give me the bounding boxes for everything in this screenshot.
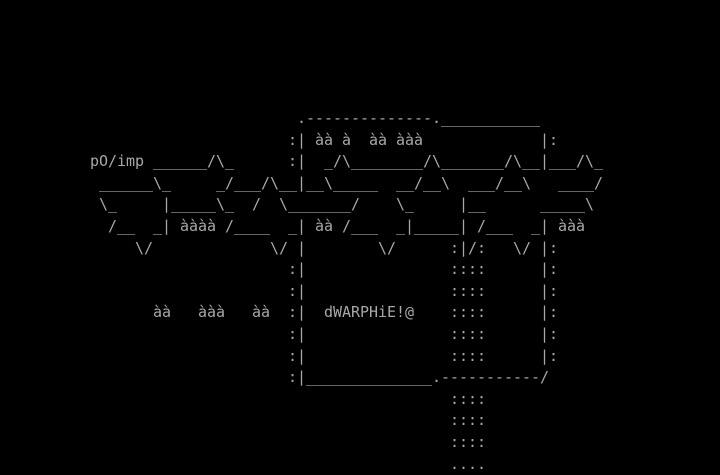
art-line: .... xyxy=(0,454,487,473)
art-line: :| :::: |: xyxy=(0,281,559,300)
art-line: :| :::: |: xyxy=(0,260,559,279)
art-line: :|______________.-----------/ xyxy=(0,368,550,387)
ascii-art-logo: .--------------.___________ :| àà à àà à… xyxy=(0,108,603,475)
art-line: /__ _| àààà /____ _| àà /___ _|_____| /_… xyxy=(0,216,586,235)
art-line: \_ |_____\_ / \_______/ \_ |__ _____\ xyxy=(0,195,595,214)
art-line: :| :::: |: xyxy=(0,324,559,343)
art-line: :| :::: |: xyxy=(0,346,559,365)
art-line: ______\_ _/___/\__|__\_____ __/__\ ___/_… xyxy=(0,173,604,192)
art-line: :::: xyxy=(0,411,487,430)
art-line: pO/imp ______/\_ :| _/\________/\_______… xyxy=(0,152,604,171)
art-line: àà ààà àà :| dWARPHiE!@ :::: |: xyxy=(0,303,559,322)
art-line: :::: xyxy=(0,389,487,408)
art-line: :::: xyxy=(0,432,487,451)
art-line: :| àà à àà ààà |: xyxy=(0,130,559,149)
art-line: \/ \/ | \/ :|/: \/ |: xyxy=(0,238,559,257)
art-line: .--------------.___________ xyxy=(0,109,541,127)
